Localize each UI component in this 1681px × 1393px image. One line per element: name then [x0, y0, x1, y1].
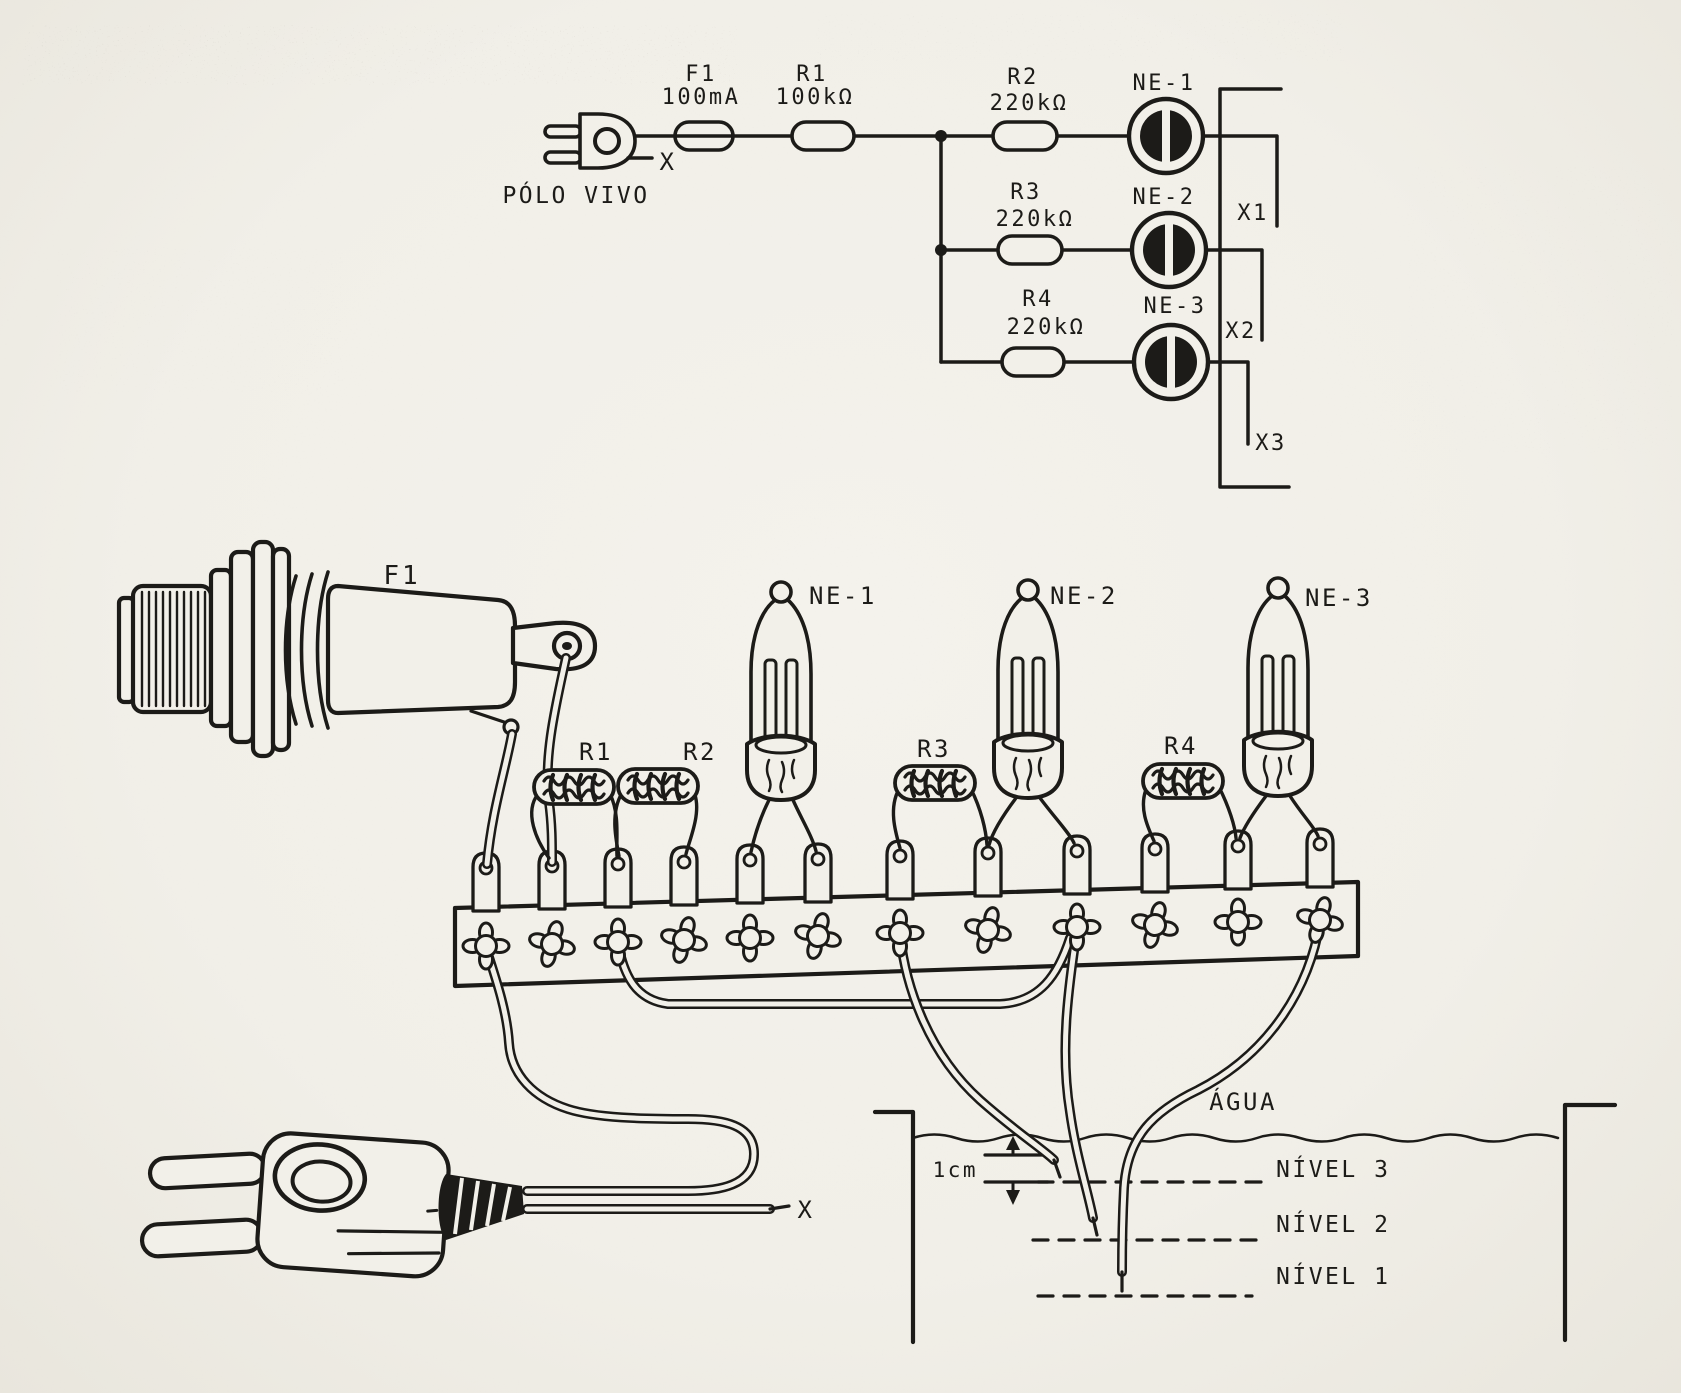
assembly-resistor-r3	[895, 766, 975, 800]
x3-terminal-label: X3	[1255, 431, 1287, 456]
ne3-label: NE-3	[1144, 294, 1207, 319]
agua-label: ÁGUA	[1209, 1087, 1277, 1116]
nivel-1-label: NÍVEL 1	[1276, 1262, 1390, 1290]
assembly-r4-label: R4	[1164, 732, 1198, 760]
schematic-fuse-f1	[673, 120, 735, 152]
plug-prong	[139, 1217, 265, 1259]
plug-wire-x-tip	[768, 1204, 791, 1211]
assembly-section: 1cm ÁGUA NÍVEL 3 NÍVEL 2 NÍVEL 1	[116, 539, 1618, 1345]
x1-terminal-label: X1	[1237, 201, 1269, 226]
assembly-resistor-r2	[618, 769, 698, 803]
tank-right-wall	[1562, 1102, 1618, 1343]
electrode-tip-level2	[1091, 1216, 1099, 1237]
r3-value-label: 220kΩ	[996, 207, 1075, 232]
hookup-wires	[486, 922, 1320, 1293]
junction-dot	[935, 130, 947, 142]
schematic-section: PÓLO VIVO X F1 100mA R1 100kΩ R2 220kΩ R…	[502, 62, 1291, 489]
x2-terminal-label: X2	[1225, 319, 1257, 344]
schematic-plug-symbol	[543, 112, 654, 170]
mains-plug	[139, 1131, 524, 1279]
schematic-lamp-ne2	[1132, 213, 1206, 287]
nivel-3-label: NÍVEL 3	[1276, 1155, 1390, 1183]
nivel-2-label: NÍVEL 2	[1276, 1210, 1390, 1238]
r4-ref-label: R4	[1022, 287, 1054, 312]
assembly-r3-label: R3	[917, 735, 951, 763]
water-tank: 1cm ÁGUA NÍVEL 3 NÍVEL 2 NÍVEL 1	[872, 1087, 1618, 1345]
junction-dot	[935, 244, 947, 256]
electrode-tip-level3	[1052, 1158, 1062, 1179]
assembly-x-label: X	[798, 1196, 815, 1224]
assembly-f1-label: F1	[383, 561, 420, 591]
assembly-ne3-label: NE-3	[1305, 584, 1373, 612]
assembly-resistor-r1	[534, 770, 614, 804]
fuse-ref-label: F1	[685, 62, 717, 87]
plug-x-terminal-label: X	[660, 148, 677, 176]
gap-1cm-label: 1cm	[933, 1158, 978, 1182]
r3-ref-label: R3	[1010, 180, 1042, 205]
r1-value-label: 100kΩ	[776, 85, 855, 110]
depth-dimension	[983, 1136, 1050, 1205]
schematic-resistor-r2	[991, 120, 1059, 152]
assembly-ne1-label: NE-1	[809, 582, 877, 610]
assembly-r1-label: R1	[579, 738, 613, 766]
schematic-resistor-r3	[996, 234, 1064, 266]
fuse-holder-body	[325, 583, 518, 716]
tank-left-wall	[872, 1109, 916, 1345]
assembly-r2-label: R2	[683, 738, 717, 766]
arrow-up-icon	[1006, 1136, 1020, 1150]
r2-ref-label: R2	[1007, 65, 1039, 90]
r1-ref-label: R1	[796, 62, 828, 87]
assembly-ne2-label: NE-2	[1050, 582, 1118, 610]
plug-prong	[147, 1151, 268, 1191]
schematic-resistor-r4	[1000, 346, 1066, 378]
r2-value-label: 220kΩ	[990, 91, 1069, 116]
ne2-label: NE-2	[1133, 185, 1196, 210]
schematic-lamp-ne1	[1129, 99, 1203, 173]
ne1-label: NE-1	[1133, 71, 1196, 96]
arrow-down-icon	[1006, 1190, 1020, 1205]
polo-vivo-label: PÓLO VIVO	[502, 181, 649, 209]
fuse-value-label: 100mA	[662, 85, 741, 110]
assembly-resistor-r4	[1143, 764, 1223, 798]
schematic-resistor-r1	[790, 120, 856, 152]
schematic-lamp-ne3	[1134, 325, 1208, 399]
fuse-holder-f1	[116, 539, 598, 759]
r4-value-label: 220kΩ	[1007, 315, 1086, 340]
